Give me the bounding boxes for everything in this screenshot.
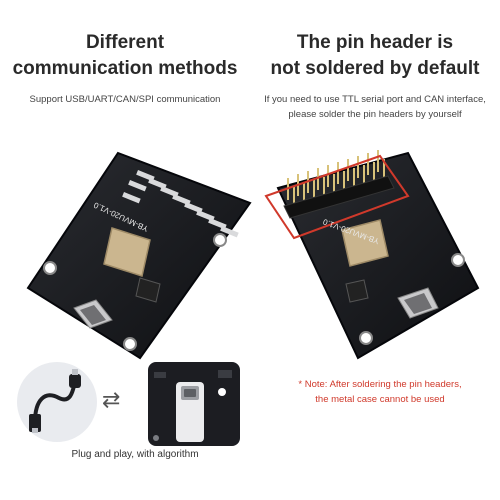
left-subtext: Support USB/UART/CAN/SPI communication <box>29 94 221 105</box>
usb-plug-c <box>69 374 81 388</box>
usb-plug-a <box>29 414 41 432</box>
right-highlight-box <box>264 154 410 240</box>
right-subtext-line2: please solder the pin headers by yoursel… <box>288 109 462 120</box>
left-heading-line2: communication methods <box>12 58 238 79</box>
bottom-caption: Plug and play, with algorithm <box>71 449 199 460</box>
right-heading-line1: The pin header is <box>296 32 454 53</box>
left-board-image: YB-MVU20-V1.0 <box>26 151 252 360</box>
right-subtext-line1: If you need to use TTL serial port and C… <box>264 94 486 105</box>
solder-note-line1: * Note: After soldering the pin headers, <box>298 379 462 390</box>
right-heading: The pin header is not soldered by defaul… <box>250 30 500 82</box>
left-heading-line1: Different <box>85 32 165 53</box>
right-usb-c-port <box>397 287 439 319</box>
right-subtext: If you need to use TTL serial port and C… <box>250 92 500 122</box>
plug-board-photo <box>148 362 240 446</box>
left-metal-shield <box>103 227 151 277</box>
solder-note: * Note: After soldering the pin headers,… <box>270 377 490 407</box>
left-heading: Different communication methods <box>0 30 250 82</box>
swap-arrows-icon: ⇄ <box>102 388 121 413</box>
left-usb-c-port <box>73 299 113 329</box>
usb-cable-illustration <box>17 362 97 442</box>
left-chip <box>135 277 161 303</box>
right-chip <box>345 279 369 303</box>
right-metal-shield <box>341 219 389 267</box>
right-heading-line2: not soldered by default <box>270 58 480 79</box>
left-pin-pads <box>122 170 239 238</box>
solder-note-line2: the metal case cannot be used <box>315 394 445 405</box>
right-header-base <box>283 175 395 219</box>
right-board-image: YB-MVU20-V1.0 <box>264 150 480 360</box>
